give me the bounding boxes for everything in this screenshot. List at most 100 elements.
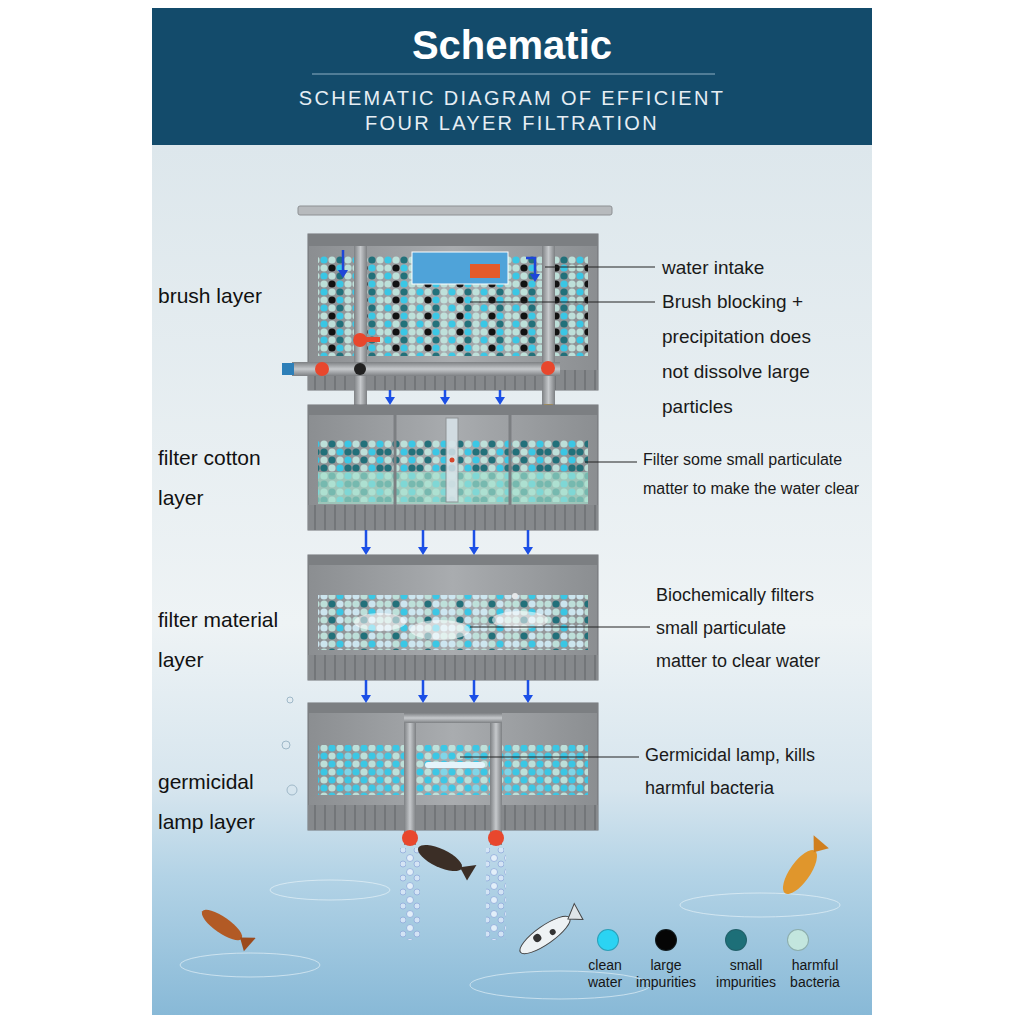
arrowhead (385, 397, 395, 405)
flow-line (499, 390, 502, 397)
filter-media (492, 611, 548, 629)
screw (512, 593, 518, 599)
leader-line (470, 627, 650, 628)
fish (197, 904, 256, 953)
valve (488, 830, 504, 846)
fish-spot (549, 928, 557, 936)
arrowhead (418, 695, 428, 703)
legend-swatch (655, 929, 677, 951)
flow-line (473, 680, 476, 695)
pipe (354, 246, 367, 432)
arrowhead (523, 695, 533, 703)
water-dots (318, 595, 588, 650)
flow-arrows (361, 680, 533, 703)
box-rim (308, 555, 598, 565)
header-rule (312, 74, 715, 75)
partition (394, 415, 397, 505)
flow-line (365, 530, 368, 547)
flow-line (389, 390, 392, 397)
header-band (152, 8, 872, 145)
legend-swatch (725, 929, 747, 951)
filter-layer-box: brush layer (308, 234, 598, 390)
fish (414, 840, 476, 882)
bubble (287, 697, 293, 703)
lid (298, 206, 612, 215)
flow-line (527, 530, 530, 547)
valve-handle (366, 337, 380, 342)
leader-line (470, 302, 655, 303)
arrowhead (361, 547, 371, 555)
flow-arrowhead (338, 270, 348, 278)
tube-mark (450, 458, 455, 463)
subtitle: SCHEMATIC DIAGRAM OF EFFICIENT FOUR LAYE… (277, 86, 747, 136)
water-dots (318, 745, 588, 795)
flow-line (473, 530, 476, 547)
box-base (308, 805, 598, 830)
fish-body (414, 840, 465, 877)
valve (315, 362, 329, 376)
sticker-mark (470, 264, 500, 278)
water-ripple (180, 953, 320, 977)
fish-body (198, 905, 246, 946)
pipe (404, 713, 502, 723)
flow-line (527, 680, 530, 695)
sticker (412, 252, 508, 284)
flow-arrows (385, 390, 505, 405)
pipe (404, 715, 416, 845)
flow-line (422, 530, 425, 547)
pipe-joint (354, 363, 366, 375)
arrowhead (440, 397, 450, 405)
valve (541, 361, 555, 375)
box-body (308, 703, 598, 830)
box-base (308, 655, 598, 680)
arrowhead (495, 397, 505, 405)
box-rim (308, 703, 598, 713)
callout-text: water intake (662, 250, 852, 285)
bubble (287, 785, 297, 795)
bubble (282, 741, 290, 749)
pipe (490, 715, 502, 845)
valve (353, 333, 367, 347)
valve (402, 830, 418, 846)
callout-text: Brush blocking + precipitation does not … (662, 284, 832, 424)
fish-body (515, 910, 574, 959)
box-base (308, 505, 598, 530)
water-ripple (270, 880, 390, 900)
arrowhead (469, 695, 479, 703)
outflow (400, 848, 420, 940)
leader-line (545, 267, 655, 268)
heater-tube (446, 418, 458, 502)
arrowhead (523, 547, 533, 555)
layer-name: brush layer (158, 276, 304, 316)
box-body (308, 555, 598, 680)
legend-text: small impurities (713, 957, 779, 991)
fish-tail (235, 930, 256, 952)
box-rim (308, 234, 598, 246)
box-rim (308, 405, 598, 415)
leader-line (460, 757, 639, 758)
legend-text: large impurities (633, 957, 699, 991)
partition (509, 415, 512, 505)
flow-arrow (526, 258, 535, 276)
flow-line (444, 390, 447, 397)
hose-connector (282, 363, 294, 375)
filter-layer-box: germicidal lamp layer (308, 703, 598, 830)
fish-tail (806, 835, 830, 858)
callout-text: Filter some small particulate matter to … (643, 445, 869, 503)
arrowhead (469, 547, 479, 555)
leader-line (585, 462, 637, 463)
uv-lamp (425, 762, 485, 768)
legend-text: clean water (572, 957, 638, 991)
title: Schematic (212, 21, 812, 69)
filter-media (410, 620, 470, 640)
legend-text: harmful bacteria (782, 957, 848, 991)
flow-line (365, 680, 368, 695)
flow-arrow (342, 250, 345, 272)
filter-layer-box: filter cotton layer (308, 405, 598, 530)
box-body (308, 405, 598, 530)
filter-media (354, 613, 406, 631)
fish-tail (563, 904, 585, 927)
